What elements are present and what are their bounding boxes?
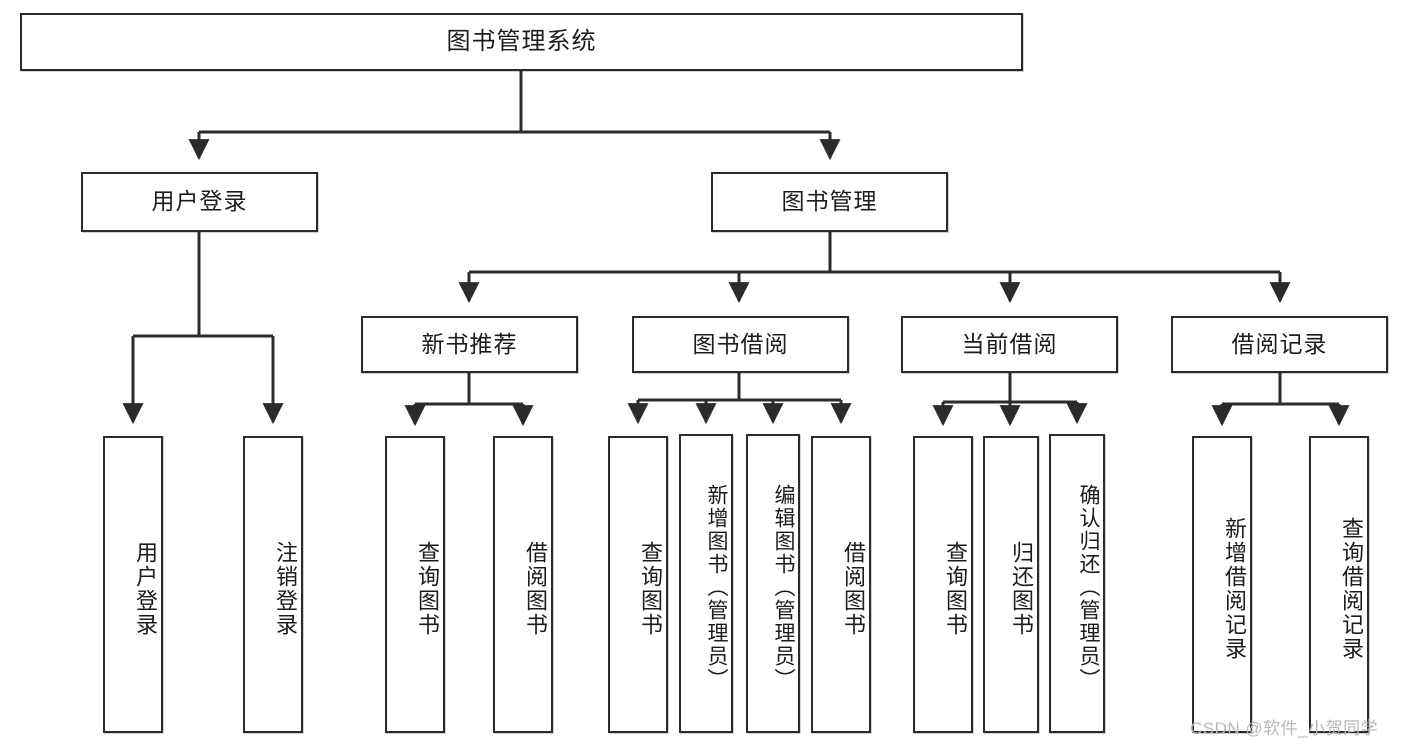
leaf-add-borrow-record[interactable]: 新增借阅记录 xyxy=(1192,436,1252,733)
node-current-borrow[interactable]: 当前借阅 xyxy=(901,316,1118,373)
leaf-query-borrow-record[interactable]: 查询借阅记录 xyxy=(1309,436,1369,733)
node-new-book-recommend[interactable]: 新书推荐 xyxy=(361,316,578,373)
node-label: 借阅图书 xyxy=(523,540,548,637)
node-label: 查询借阅记录 xyxy=(1339,516,1364,661)
leaf-query-book-current[interactable]: 查询图书 xyxy=(913,436,973,733)
node-label: 新增图书（管理员） xyxy=(705,484,728,691)
node-label: 用户登录 xyxy=(133,540,158,637)
csdn-watermark: CSDN @软件_小贺同学 xyxy=(1190,719,1379,738)
node-label: 图书管理系统 xyxy=(446,27,597,55)
node-book-manage[interactable]: 图书管理 xyxy=(711,172,948,232)
node-label: 用户登录 xyxy=(151,188,248,215)
node-label: 当前借阅 xyxy=(961,330,1058,357)
node-label: 新书推荐 xyxy=(421,330,518,357)
leaf-user-login[interactable]: 用户登录 xyxy=(103,436,163,733)
node-label: 借阅记录 xyxy=(1231,330,1328,357)
node-label: 归还图书 xyxy=(1009,540,1034,637)
node-root-book-management-system[interactable]: 图书管理系统 xyxy=(20,13,1023,71)
node-label: 查询图书 xyxy=(638,540,663,637)
node-label: 查询图书 xyxy=(415,540,440,637)
node-label: 新增借阅记录 xyxy=(1222,516,1247,661)
node-label: 确认归还（管理员） xyxy=(1077,484,1100,691)
node-label: 编辑图书（管理员） xyxy=(772,484,795,691)
leaf-return-book[interactable]: 归还图书 xyxy=(983,436,1039,733)
node-label: 注销登录 xyxy=(273,540,298,637)
node-label: 图书管理 xyxy=(781,188,878,215)
leaf-borrow-book-recommend[interactable]: 借阅图书 xyxy=(493,436,553,733)
leaf-confirm-return-admin[interactable]: 确认归还（管理员） xyxy=(1049,434,1105,733)
leaf-query-book-borrow[interactable]: 查询图书 xyxy=(608,436,668,733)
leaf-edit-book-admin[interactable]: 编辑图书（管理员） xyxy=(746,434,800,733)
leaf-borrow-book-borrow[interactable]: 借阅图书 xyxy=(811,436,871,733)
leaf-logout-login[interactable]: 注销登录 xyxy=(243,436,303,733)
leaf-add-book-admin[interactable]: 新增图书（管理员） xyxy=(679,434,733,733)
node-label: 图书借阅 xyxy=(692,330,789,357)
leaf-query-book-recommend[interactable]: 查询图书 xyxy=(385,436,445,733)
node-label: 借阅图书 xyxy=(841,540,866,637)
node-label: 查询图书 xyxy=(943,540,968,637)
node-book-borrow[interactable]: 图书借阅 xyxy=(632,316,849,373)
node-user-login[interactable]: 用户登录 xyxy=(81,172,318,232)
node-borrow-record[interactable]: 借阅记录 xyxy=(1171,316,1388,373)
